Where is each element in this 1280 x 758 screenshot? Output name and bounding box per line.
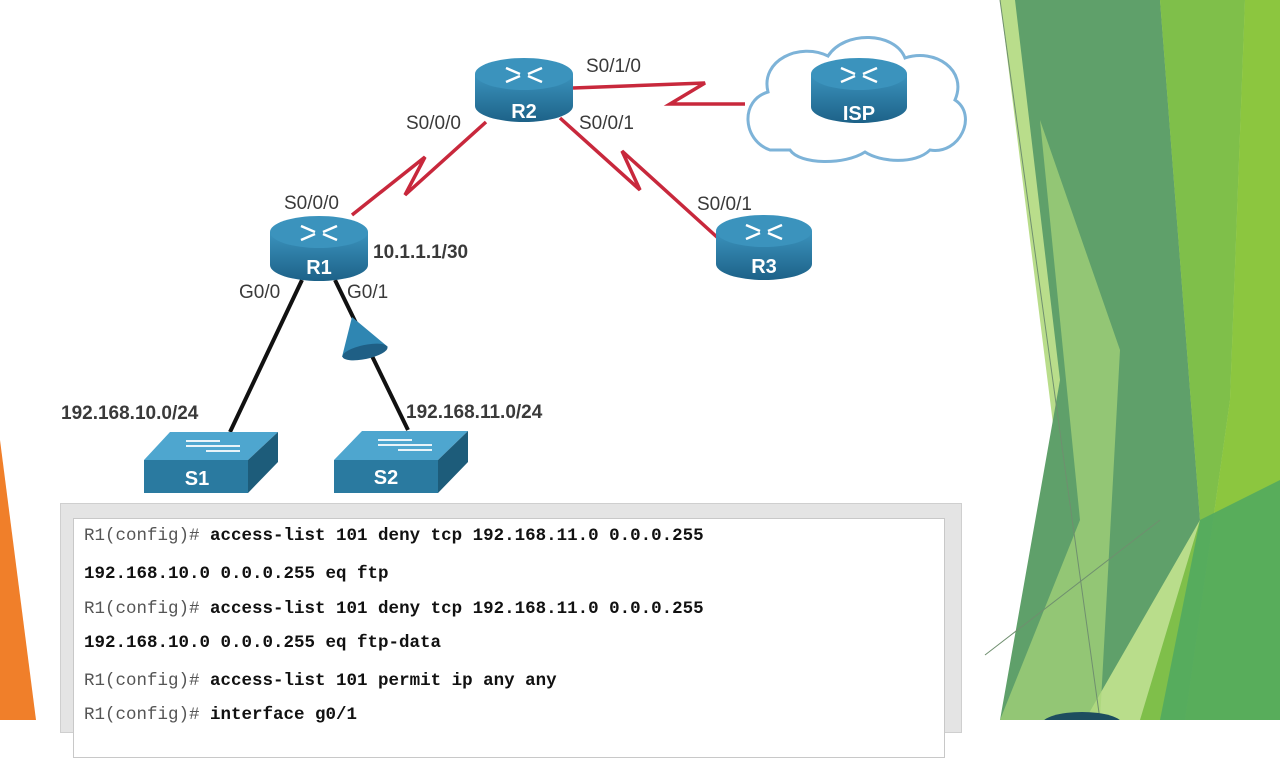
cli-command: access-list 101 deny tcp 192.168.11.0 0.… xyxy=(199,526,704,546)
green-panel-corner xyxy=(1160,480,1280,720)
link-r1-r2 xyxy=(350,120,488,217)
cli-prompt: R1(config)# xyxy=(84,526,200,546)
cli-prompt: R1(config)# xyxy=(84,705,200,725)
acl-filter-icon xyxy=(342,317,388,361)
router-isp-label: ISP xyxy=(843,103,875,125)
cli-prompt: R1(config)# xyxy=(84,599,200,619)
cli-command: 192.168.10.0 0.0.0.255 eq ftp-data xyxy=(84,633,442,653)
switch-s1-icon xyxy=(144,432,278,493)
cli-line: R1(config)# access-list 101 deny tcp 192… xyxy=(84,599,704,619)
corner-badge xyxy=(1044,712,1120,720)
cli-line: R1(config)# interface g0/1 xyxy=(84,705,357,725)
cli-command: access-list 101 permit ip any any xyxy=(199,671,557,691)
router-r3-label: R3 xyxy=(751,256,777,278)
interface-label-r2-s010: S0/1/0 xyxy=(586,56,641,77)
interface-label-r3-s001: S0/0/1 xyxy=(697,194,752,215)
link-r2-r3 xyxy=(558,116,720,240)
green-panel-highlight xyxy=(1000,120,1120,720)
green-panel-mid xyxy=(1140,0,1245,720)
cli-prompt: R1(config)# xyxy=(84,671,200,691)
divider-line xyxy=(999,0,1101,720)
cli-line: R1(config)# access-list 101 permit ip an… xyxy=(84,671,557,691)
router-r1-icon xyxy=(270,216,368,281)
cli-output: R1(config)# access-list 101 deny tcp 192… xyxy=(73,518,945,758)
switch-s2-icon xyxy=(334,431,468,493)
orange-accent-strip xyxy=(0,440,36,720)
interface-label-r1-s000: S0/0/0 xyxy=(284,193,339,214)
cli-line: 192.168.10.0 0.0.0.255 eq ftp-data xyxy=(84,633,441,653)
cli-line: 192.168.10.0 0.0.0.255 eq ftp xyxy=(84,564,389,584)
router-isp-icon xyxy=(811,58,907,123)
cli-config-panel: R1(config)# access-list 101 deny tcp 192… xyxy=(60,503,962,758)
link-r1-s1 xyxy=(228,279,304,433)
cli-command: interface g0/1 xyxy=(199,705,358,725)
slide-background xyxy=(0,0,1280,720)
cli-command: access-list 101 deny tcp 192.168.11.0 0.… xyxy=(199,599,704,619)
lan-s1-network: 192.168.10.0/24 xyxy=(61,403,199,424)
router-r2-label: R2 xyxy=(511,101,537,123)
interface-label-r2-s001: S0/0/1 xyxy=(579,113,634,134)
interface-label-r1-g01: G0/1 xyxy=(347,282,389,303)
interface-label-r1-g00: G0/0 xyxy=(239,282,281,303)
cli-line: R1(config)# access-list 101 deny tcp 192… xyxy=(84,526,704,546)
lan-s2-network: 192.168.11.0/24 xyxy=(406,402,543,423)
router-r1-label: R1 xyxy=(306,257,332,279)
divider-line-2 xyxy=(984,519,1161,656)
r1-serial-address: 10.1.1.1/30 xyxy=(373,242,469,263)
cli-command: 192.168.10.0 0.0.0.255 eq ftp xyxy=(84,564,389,584)
router-r2-icon xyxy=(475,58,573,122)
interface-label-r2-s000: S0/0/0 xyxy=(406,113,461,134)
link-r2-isp xyxy=(572,81,745,106)
switch-s2-label: S2 xyxy=(374,467,398,489)
switch-s1-label: S1 xyxy=(185,468,209,490)
router-r3-icon xyxy=(716,215,812,280)
network-topology: R2 R1 R3 ISP S1 S2 xyxy=(144,36,967,493)
